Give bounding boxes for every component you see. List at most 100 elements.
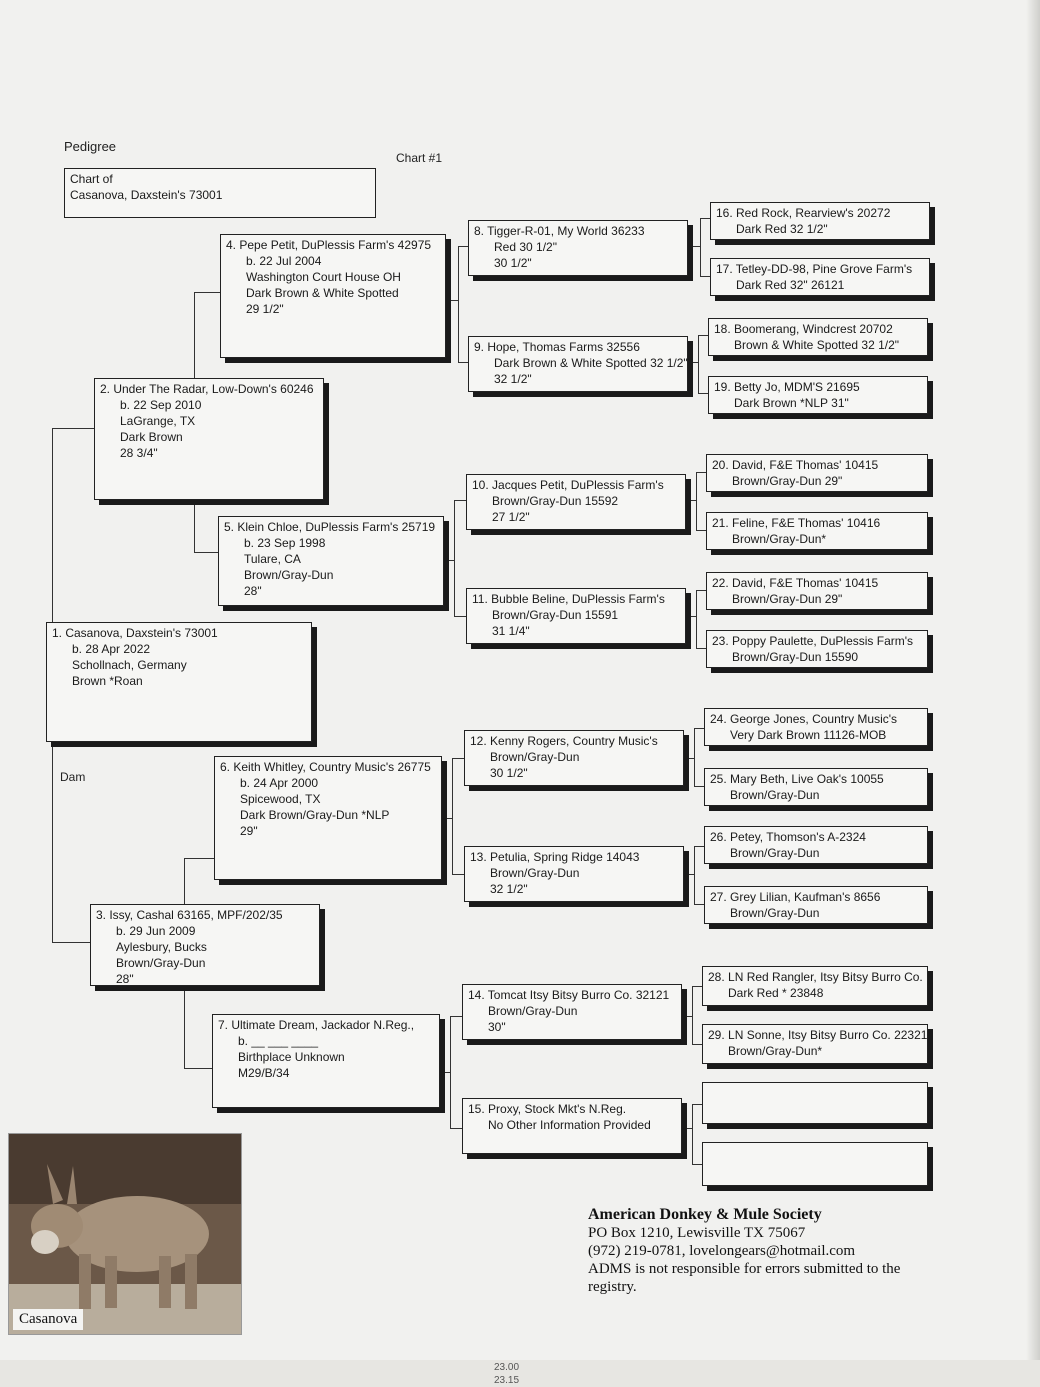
entry-color: Brown/Gray-Dun (244, 568, 334, 582)
connector (450, 1128, 462, 1129)
entry-name: 22. David, F&E Thomas' 10415 (712, 576, 879, 590)
pedigree-box-25: 25. Mary Beth, Live Oak's 10055 Brown/Gr… (704, 768, 928, 806)
connector (52, 428, 94, 429)
connector (184, 858, 214, 859)
connector (696, 472, 697, 530)
entry-color: Dark Brown/Gray-Dun *NLP (240, 808, 390, 822)
connector (694, 846, 695, 904)
connector (696, 530, 706, 531)
entry-height: 32 1/2" (494, 372, 532, 386)
connector (692, 1044, 702, 1045)
connector (454, 500, 455, 616)
pedigree-box-16: 16. Red Rock, Rearview's 20272 Dark Red … (710, 202, 930, 240)
pedigree-box-4: 4. Pepe Petit, DuPlessis Farm's 42975 b.… (220, 234, 446, 358)
connector (452, 758, 453, 874)
entry-place: Schollnach, Germany (72, 658, 187, 672)
underlying-page-strip: 23.00 23.15 (0, 1360, 1040, 1387)
entry-name: 5. Klein Chloe, DuPlessis Farm's 25719 (224, 520, 436, 534)
entry-birth: b. 22 Jul 2004 (246, 254, 322, 268)
entry-birth: b. 22 Sep 2010 (120, 398, 202, 412)
entry-name: 6. Keith Whitley, Country Music's 26775 (220, 760, 431, 774)
connector (452, 874, 464, 875)
connector (700, 276, 710, 277)
pedigree-box-30 (702, 1082, 928, 1124)
connector (458, 246, 459, 362)
entry-color: Brown/Gray-Dun 15592 (492, 494, 619, 508)
page-edge (1026, 0, 1040, 1360)
connector (696, 590, 697, 648)
entry-height: 29 1/2" (246, 302, 284, 316)
chart-of-label: Chart of (70, 172, 113, 186)
entry-color: Brown/Gray-Dun 15591 (492, 608, 619, 622)
society-disclaimer: ADMS is not responsible for errors submi… (588, 1261, 901, 1295)
entry-name: 14. Tomcat Itsy Bitsy Burro Co. 32121 (468, 988, 670, 1002)
connector (692, 1104, 702, 1105)
entry-birth: b. 29 Jun 2009 (116, 924, 196, 938)
connector (452, 758, 464, 759)
pedigree-box-19: 19. Betty Jo, MDM'S 21695 Dark Brown *NL… (708, 376, 928, 414)
pedigree-box-22: 22. David, F&E Thomas' 10415 Brown/Gray-… (706, 572, 928, 610)
connector (184, 1068, 212, 1069)
entry-name: 28. LN Red Rangler, Itsy Bitsy Burro Co. (708, 970, 923, 984)
connector (194, 292, 220, 293)
society-name: American Donkey & Mule Society (588, 1206, 822, 1223)
photo-caption: Casanova (13, 1309, 84, 1330)
pedigree-box-2: 2. Under The Radar, Low-Down's 60246 b. … (94, 378, 324, 500)
pedigree-box-28: 28. LN Red Rangler, Itsy Bitsy Burro Co.… (702, 966, 928, 1006)
pedigree-box-27: 27. Grey Lilian, Kaufman's 8656 Brown/Gr… (704, 886, 928, 924)
entry-name: 29. LN Sonne, Itsy Bitsy Burro Co. 22321 (708, 1028, 928, 1042)
connector (694, 728, 695, 786)
entry-name: 8. Tigger-R-01, My World 36233 (474, 224, 645, 238)
entry-color: Brown/Gray-Dun* (728, 1044, 823, 1058)
entry-name: 26. Petey, Thomson's A-2324 (710, 830, 866, 844)
entry-name: 23. Poppy Paulette, DuPlessis Farm's (712, 634, 914, 648)
entry-place: Spicewood, TX (240, 792, 321, 806)
strip-time-1: 23.00 (494, 1362, 520, 1373)
entry-name: 16. Red Rock, Rearview's 20272 (716, 206, 891, 220)
entry-height: 30" (488, 1020, 506, 1034)
entry-color: Brown/Gray-Dun (116, 956, 206, 970)
connector (696, 472, 706, 473)
pedigree-box-26: 26. Petey, Thomson's A-2324 Brown/Gray-D… (704, 826, 928, 864)
connector (684, 874, 694, 875)
entry-place: LaGrange, TX (120, 414, 196, 428)
connector (682, 1128, 692, 1129)
connector (458, 362, 468, 363)
connector (698, 335, 699, 393)
entry-color: Brown/Gray-Dun (488, 1004, 578, 1018)
connector (688, 362, 698, 363)
pedigree-box-14: 14. Tomcat Itsy Bitsy Burro Co. 32121 Br… (462, 984, 682, 1040)
entry-color: Dark Red 32 1/2" (736, 222, 828, 236)
entry-name: 2. Under The Radar, Low-Down's 60246 (100, 382, 314, 396)
connector (696, 648, 706, 649)
pedigree-box-31 (702, 1142, 928, 1186)
entry-color: Brown/Gray-Dun (730, 906, 820, 920)
pedigree-heading: Pedigree (64, 139, 117, 154)
entry-color: Very Dark Brown 11126-MOB (730, 728, 887, 742)
entry-color: Red 30 1/2" (494, 240, 557, 254)
pedigree-box-5: 5. Klein Chloe, DuPlessis Farm's 25719 b… (218, 516, 444, 606)
entry-birth: b. 24 Apr 2000 (240, 776, 319, 790)
entry-color: Dark Red 32" 26121 (736, 278, 845, 292)
connector (692, 986, 702, 987)
connector (696, 590, 706, 591)
entry-color: Dark Red * 23848 (728, 986, 824, 1000)
connector (52, 942, 92, 943)
pedigree-box-29: 29. LN Sonne, Itsy Bitsy Burro Co. 22321… (702, 1024, 928, 1064)
connector (694, 904, 704, 905)
entry-color: Brown/Gray-Dun 15590 (732, 650, 859, 664)
connector (692, 1104, 693, 1164)
pedigree-box-3: 3. Issy, Cashal 63165, MPF/202/35 b. 29 … (90, 904, 320, 986)
entry-color: Brown/Gray-Dun (490, 750, 580, 764)
entry-info: No Other Information Provided (488, 1118, 651, 1132)
connector (700, 218, 701, 276)
pedigree-box-23: 23. Poppy Paulette, DuPlessis Farm's Bro… (706, 630, 928, 668)
pedigree-box-12: 12. Kenny Rogers, Country Music's Brown/… (464, 730, 684, 786)
connector (692, 986, 693, 1044)
pedigree-box-21: 21. Feline, F&E Thomas' 10416 Brown/Gray… (706, 512, 928, 550)
connector (686, 500, 696, 501)
chart-number: Chart #1 (396, 151, 443, 165)
entry-color: Brown & White Spotted 32 1/2" (734, 338, 900, 352)
entry-place: Birthplace Unknown (238, 1050, 345, 1064)
entry-color: Brown/Gray-Dun 29" (732, 474, 843, 488)
